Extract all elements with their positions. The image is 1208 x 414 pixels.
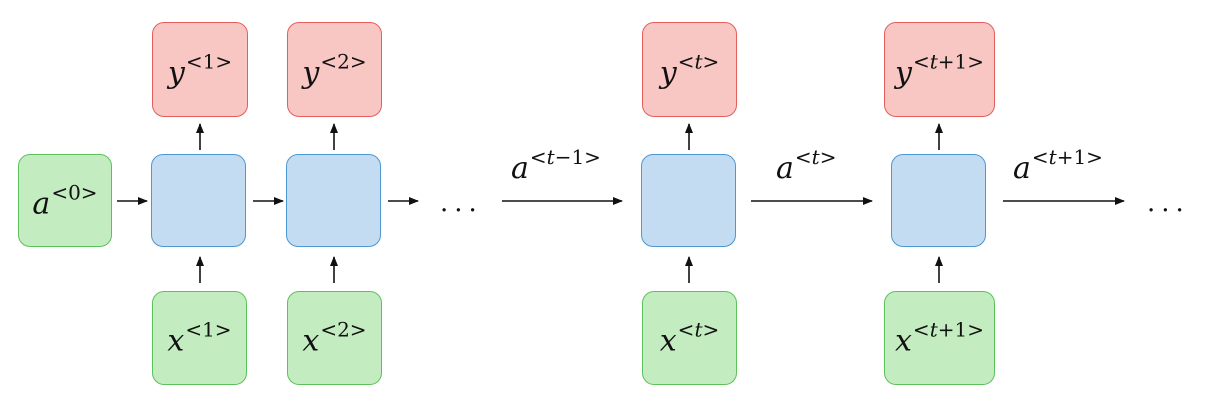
node-superscript: <2>: [320, 49, 367, 73]
input-node-x1: x<1>: [152, 291, 247, 385]
output-node-yt: y<t>: [642, 22, 737, 117]
ellipsis-mid: ···: [440, 196, 483, 226]
node-superscript: <1>: [185, 317, 232, 342]
arrow-label-a-t: a<t>: [776, 145, 837, 186]
input-node-x2: x<2>: [287, 291, 382, 385]
node-superscript: <t+1>: [912, 317, 984, 342]
rnn-cell-t: [641, 154, 736, 247]
arrow-label-a-t-plus-1: a<t+1>: [1013, 145, 1103, 186]
node-var: x: [302, 323, 320, 359]
node-var: x: [895, 323, 912, 359]
arrow-label-a-t-minus-1: a<t−1>: [511, 145, 601, 186]
rnn-cell-2: [286, 154, 381, 247]
input-node-xt1: x<t+1>: [884, 291, 995, 385]
node-var: y: [167, 55, 185, 90]
node-var: x: [659, 323, 677, 359]
node-var: y: [894, 55, 912, 90]
node-superscript: <1>: [185, 49, 233, 73]
ellipsis-end: ···: [1147, 196, 1190, 226]
rnn-cell-1: [151, 154, 246, 247]
initial-activation-node: a<0>: [18, 154, 112, 247]
node-superscript: <t>: [677, 49, 720, 73]
output-node-y2: y<2>: [287, 22, 382, 117]
node-superscript: <t>: [677, 317, 720, 342]
rnn-cell-t1: [891, 154, 986, 247]
node-superscript: <t+1>: [912, 49, 984, 73]
node-superscript: <0>: [51, 180, 98, 204]
input-node-xt: x<t>: [642, 291, 737, 385]
node-var: x: [167, 323, 185, 359]
node-var: a: [32, 186, 51, 221]
output-node-y1: y<1>: [152, 22, 248, 117]
output-node-yt1: y<t+1>: [884, 22, 995, 117]
node-var: y: [659, 55, 677, 90]
node-superscript: <2>: [320, 317, 367, 342]
node-var: y: [302, 55, 320, 90]
